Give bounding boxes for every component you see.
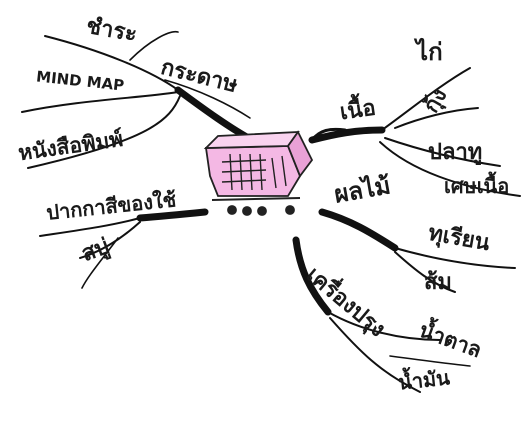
branch-paper-line [178, 90, 252, 140]
node-label-meat-4: เศษเนื้อ [444, 176, 509, 196]
node-label-seasoning-2: น้ำมัน [397, 367, 451, 392]
branch-label-meat: เนื้อ [339, 98, 377, 125]
node-label-meat-1: ไก่ [416, 40, 443, 64]
cart-wheel [258, 207, 266, 215]
node-label-meat-3: ปลาทู [428, 142, 482, 164]
branch-seasoning-sub3 [390, 356, 470, 366]
branch-fruit-sub1 [395, 248, 515, 268]
shopping-cart-icon [206, 132, 312, 215]
cart-wheel [286, 206, 294, 214]
cart-top [206, 132, 298, 148]
branch-paper-sub2 [22, 92, 178, 112]
cart-wheel [228, 206, 236, 214]
branch-fruit-line [322, 212, 395, 248]
node-label-fruit-2: ส้ม [424, 272, 452, 294]
cart-wheel [243, 207, 251, 215]
